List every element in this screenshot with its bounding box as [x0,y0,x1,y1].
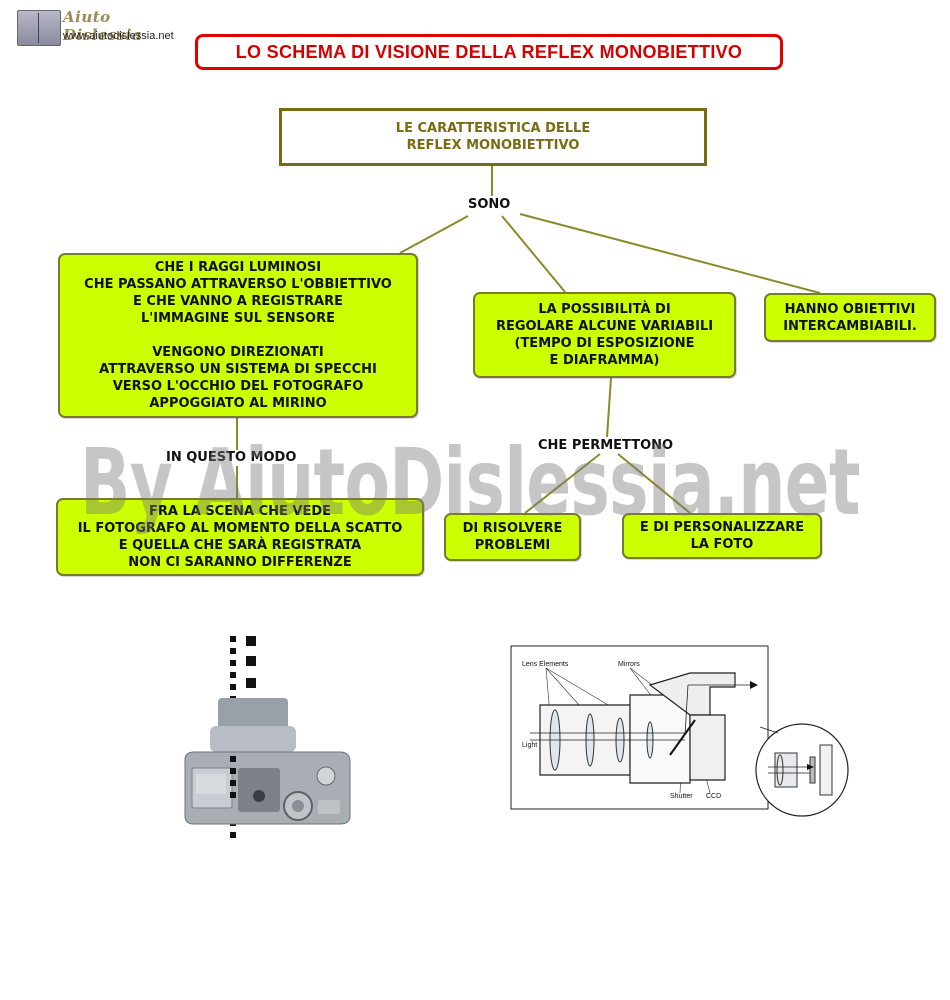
concept-node-raggi: CHE I RAGGI LUMINOSI CHE PASSANO ATTRAVE… [58,253,418,418]
page-title: LO SCHEMA DI VISIONE DELLA REFLEX MONOBI… [195,34,783,70]
connector-permettono-personalizzare [617,453,691,514]
concept-node-possibilita: LA POSSIBILITÀ DI REGOLARE ALCUNE VARIAB… [473,292,736,378]
link-label-modo: IN QUESTO MODO [164,450,299,465]
book-logo-icon [17,10,61,46]
connector-possibilita-permettono [606,377,612,438]
label-light: Light [522,742,537,749]
camera-top-view-image [184,636,351,838]
connector-sono-raggi [399,215,469,254]
site-logo: Aiuto Dislessia www.aiutodislessia.net [15,8,185,48]
concept-node-obiettivi: HANNO OBIETTIVI INTERCAMBIABILI. [764,293,936,342]
label-ccd: CCD [706,793,721,800]
link-label-sono: SONO [466,197,513,212]
link-label-permettono: CHE PERMETTONO [536,438,676,453]
concept-node-scena: FRA LA SCENA CHE VEDE IL FOTOGRAFO AL MO… [56,498,424,576]
label-mirrors: Mirrors [618,661,640,668]
connector-permettono-risolvere [524,453,601,514]
label-lens-elements: Lens Elements [522,661,569,668]
slr-cutaway-diagram: Lens Elements Mirrors Light Shutter CCD [510,645,849,817]
label-shutter: Shutter [670,793,693,800]
concept-node-risolvere: DI RISOLVERE PROBLEMI [444,513,581,561]
concept-root-box: LE CARATTERISTICA DELLE REFLEX MONOBIETT… [279,108,707,166]
connector-sono-obiettivi [519,213,821,294]
logo-url-text: www.aiutodislessia.net [63,30,174,42]
connector-sono-possibilita [501,215,566,293]
concept-node-personalizzare: E DI PERSONALIZZARE LA FOTO [622,513,822,559]
logo-brand-text: Aiuto Dislessia [63,8,143,44]
